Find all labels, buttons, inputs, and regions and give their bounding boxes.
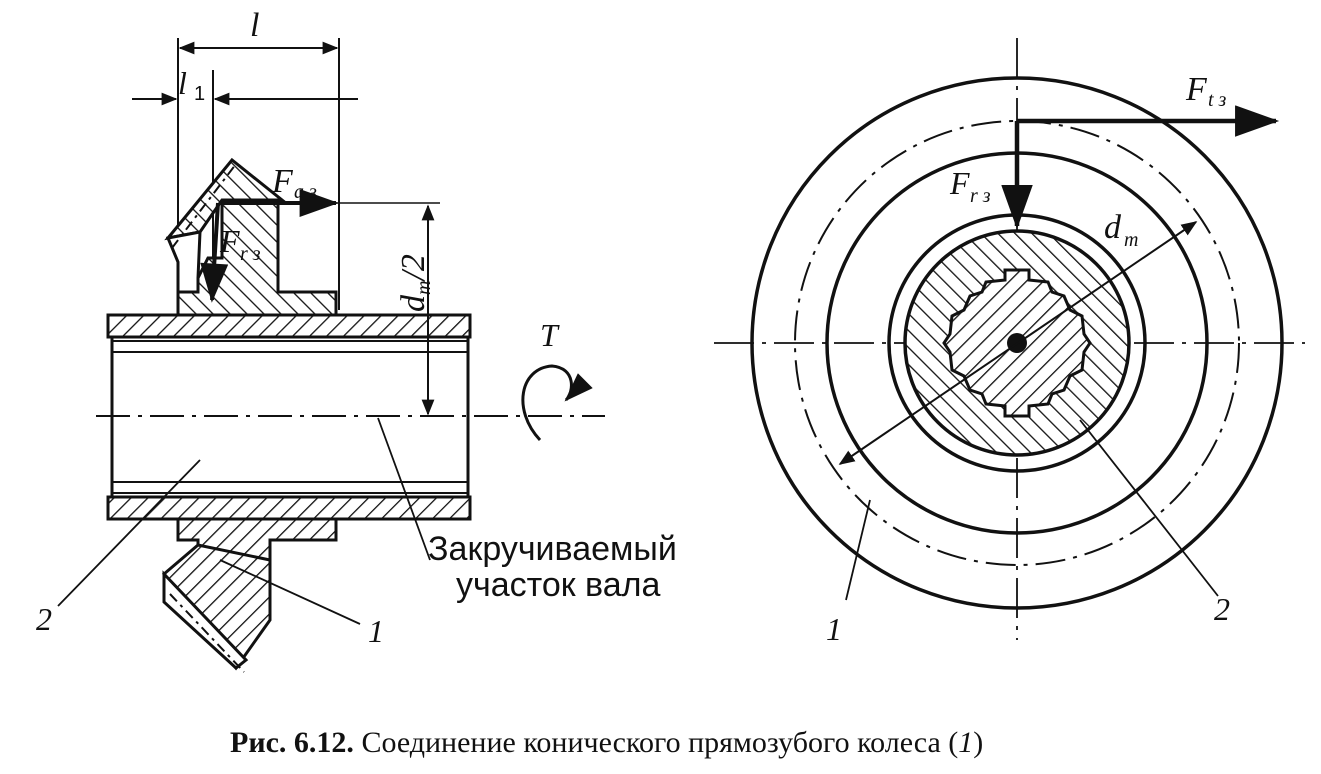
force-ft3-label: F <box>1185 71 1208 108</box>
caption-number: Рис. 6.12. <box>230 726 354 759</box>
dim-l-label: l <box>250 7 259 44</box>
dim-dm-label: d <box>1104 209 1122 246</box>
dim-dm-subscript: m <box>1124 229 1138 251</box>
dimension-dm: d m <box>838 209 1198 465</box>
dim-l1-subscript: 1 <box>194 83 205 105</box>
left-callout-2: 2 <box>36 601 52 637</box>
caption-text: Соединение конического прямозубого колес… <box>354 726 958 759</box>
caption-close: ) <box>973 726 983 759</box>
dim-dm-half-label: dm/2 <box>395 254 435 312</box>
dimension-dm-half: dm/2 <box>395 204 435 416</box>
bevel-gear-bottom <box>161 517 338 673</box>
force-radial-arrow: F r з <box>200 202 261 303</box>
leader-callout-1 <box>219 559 361 625</box>
force-fa3-subscript: a з <box>294 181 317 203</box>
gear-outer-circle <box>750 76 1284 610</box>
left-callout-1: 1 <box>368 613 384 649</box>
force-fr3-right-label: F <box>949 165 970 201</box>
pitch-circle <box>794 120 1240 566</box>
label-twisted-line2: участок вала <box>456 566 660 604</box>
label-twisted-line1: Закручиваемый <box>428 530 677 568</box>
shaft <box>110 337 470 497</box>
force-fa3-label: F <box>271 163 294 200</box>
right-callout-1: 1 <box>826 611 842 647</box>
force-tangential-arrow: F t з <box>1017 71 1280 137</box>
force-fr3-subscript: r з <box>240 243 261 265</box>
dim-l1-label: l <box>178 65 187 101</box>
torque-label: T <box>540 317 560 353</box>
leader-callout-2 <box>57 459 201 607</box>
right-view: d m F t з F r з 1 2 <box>714 38 1305 647</box>
force-fr3-label: F <box>219 223 240 259</box>
leader-right-callout-1 <box>845 499 871 601</box>
leader-right-callout-2 <box>1079 419 1219 597</box>
force-radial-arrow-right: F r з <box>949 121 1033 230</box>
torque-indicator: T <box>521 317 593 442</box>
figure-caption: Рис. 6.12. Соединение конического прямоз… <box>230 726 983 759</box>
right-callout-2: 2 <box>1214 591 1230 627</box>
force-fr3-right-subscript: r з <box>970 185 991 207</box>
force-axial-arrow: F a з <box>222 163 440 217</box>
caption-ref: 1 <box>958 726 973 759</box>
left-view: l l 1 <box>36 7 677 673</box>
hub-bottom-section <box>106 495 472 521</box>
leader-twisted-section <box>377 417 431 561</box>
force-ft3-subscript: t з <box>1208 89 1227 111</box>
hub-top-section <box>106 313 472 339</box>
